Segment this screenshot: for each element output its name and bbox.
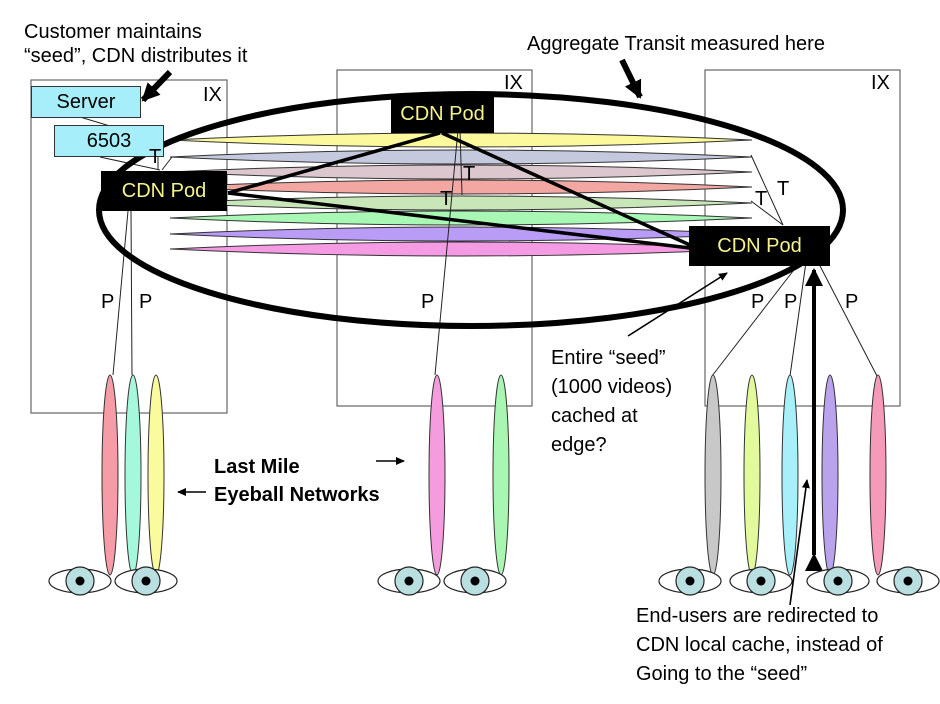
pod-left-peer-line-2 [130,210,133,376]
eyeball-network-petal [492,374,510,576]
eye-icon [48,566,112,596]
redirect-pointer-arrow [789,479,810,606]
last-mile-label-line-1: Last Mile [214,456,300,478]
cdn-pod-right: CDN Pod [689,226,830,266]
customer-seed-note-line-1: Customer maintains [24,21,202,43]
eye-icon [806,566,870,596]
peer-label-right-2: P [784,291,798,313]
eyeball-network-petal [124,374,142,576]
pod-link-left-mid [227,131,441,195]
transit-label-middle-2: T [440,188,453,210]
pod-right-transit-line-1 [750,154,784,226]
eyeball-network-petal [704,374,722,576]
pod-right-peer-line-2 [789,261,807,377]
eyeball-network-petal [101,374,119,576]
customer-seed-note: Customer maintains “seed”, CDN distribut… [24,20,247,68]
pod-left-peer-line-1 [112,210,129,376]
eye-icon [114,566,178,596]
transit-label-right-2: T [777,178,790,200]
ix-label-middle: IX [504,72,523,94]
pod-mid-peer-line [434,129,459,376]
eye-icon [443,566,507,596]
eyeball-network-petal [821,374,839,576]
eyeball-network-petal [147,374,165,576]
eyeball-network-petal [428,374,446,576]
peer-label-left-2: P [139,291,153,313]
redirect-note-line-3: Going to the “seed” [636,663,808,685]
ix-label-left: IX [203,84,222,106]
pod-right-peer-line-3 [817,261,878,377]
aggregate-transit-note: Aggregate Transit measured here [527,33,825,55]
cdn-pod-left: CDN Pod [101,171,227,211]
peer-label-left-1: P [101,291,115,313]
seed-cache-note: Entire “seed” (1000 videos) cached at ed… [551,344,672,460]
redirect-note: End-users are redirected to CDN local ca… [636,602,883,689]
eye-icon [377,566,441,596]
eye-icon [876,566,940,596]
transit-link-petal [169,210,753,226]
seed-cache-note-line-1: Entire “seed” [551,347,666,369]
pod-right-transit-line-2 [750,200,784,226]
eye-icon [729,566,793,596]
customer-seed-note-line-2: “seed”, CDN distributes it [24,45,248,67]
aggregate-transit-ellipse [96,91,846,329]
transit-label-middle-1: T [463,163,476,185]
eye-icon [658,566,722,596]
transit-label-right-1: T [755,188,768,210]
eyeball-network-petal [869,374,887,576]
seed-cache-note-line-2: (1000 videos) [551,376,673,398]
redirect-note-line-2: CDN local cache, instead of [636,634,883,656]
redirect-note-line-1: End-users are redirected to [636,605,879,627]
peer-label-middle: P [421,291,435,313]
pod-link-left-right [227,191,691,250]
seed-cache-note-line-3: cached at [551,405,638,427]
server-to-router-line [79,116,111,127]
transit-label-left: T [149,146,162,168]
pod-left-transit-line [161,156,173,171]
peer-label-right-1: P [751,291,765,313]
last-mile-label: Last Mile Eyeball Networks [214,453,380,509]
cdn-pod-middle: CDN Pod [391,96,494,133]
router-6503-box: 6503 [54,125,164,157]
pod-right-peer-line-1 [711,261,801,377]
last-mile-label-line-2: Eyeball Networks [214,484,380,506]
peer-label-right-3: P [845,291,859,313]
eyeball-network-petal [743,374,761,576]
edge-cache-arrow [627,272,728,337]
seed-arrow [140,69,173,103]
pod-link-mid-right [441,131,691,247]
ix-label-right: IX [871,72,890,94]
eyeball-network-petal [781,374,799,576]
seed-cache-note-line-4: edge? [551,434,607,456]
aggregate-arrow [619,58,643,99]
server-box: Server [31,86,141,118]
transit-link-petal [169,179,753,195]
